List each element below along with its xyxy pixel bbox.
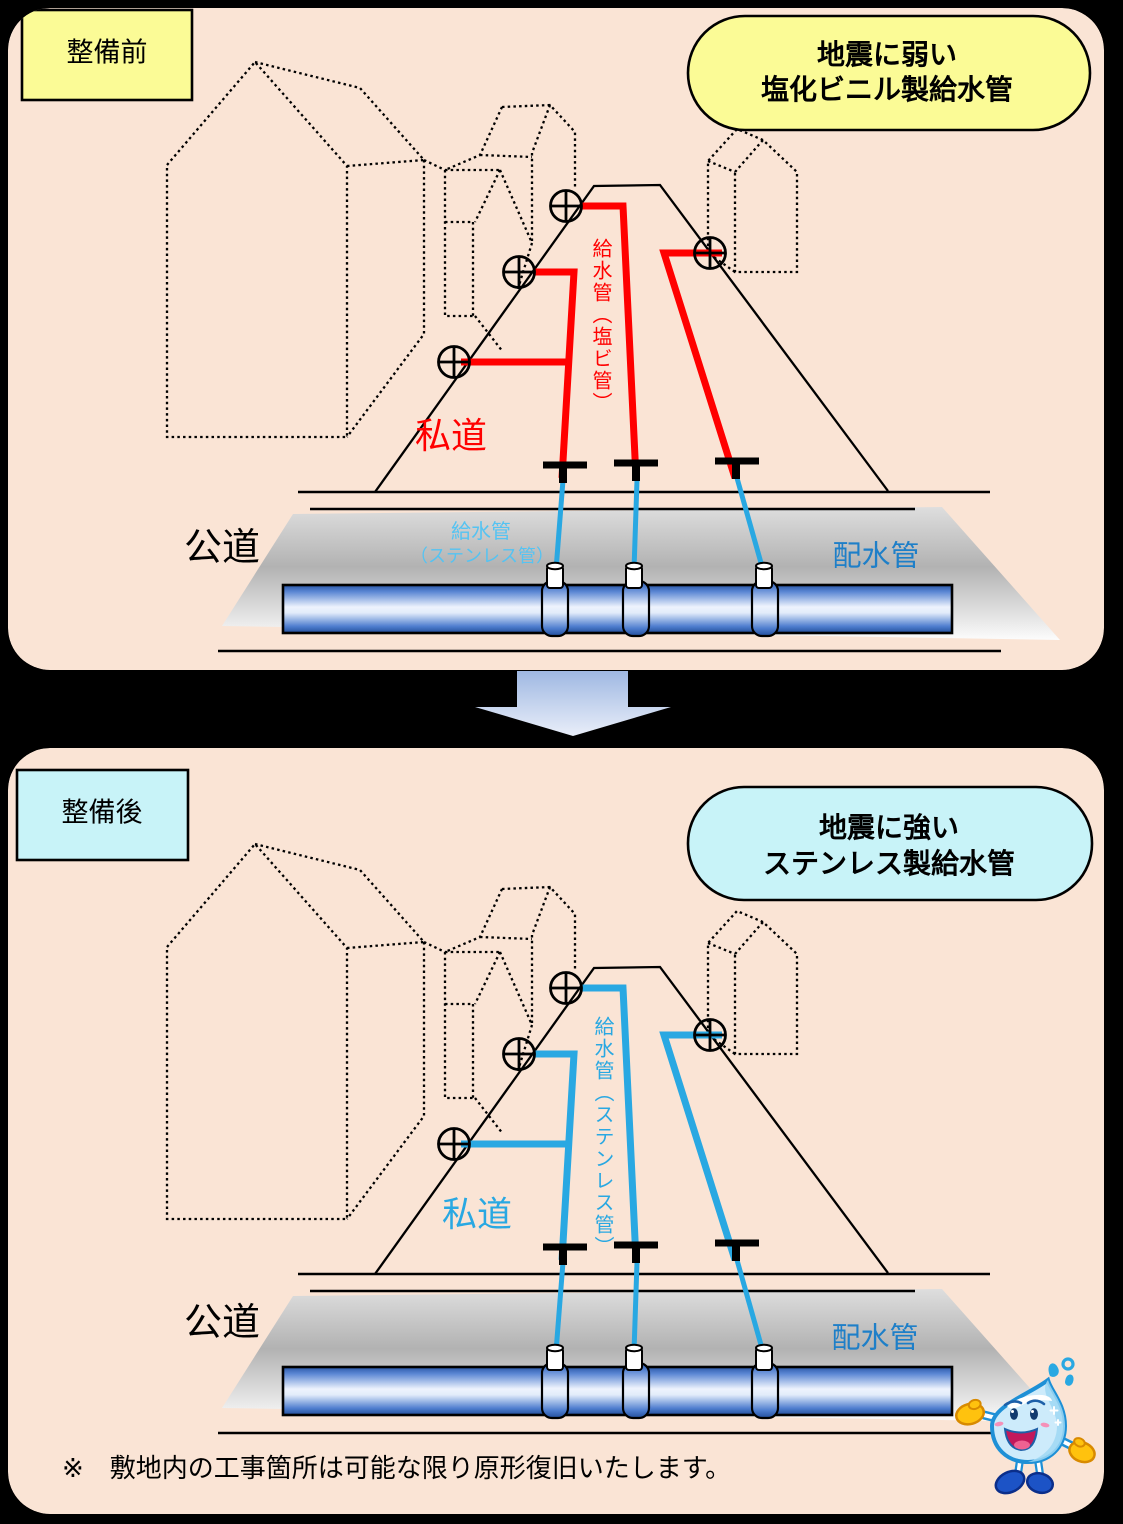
right-boot [1025,1471,1055,1495]
left-mitten-hand [954,1398,986,1426]
restoration-note: ※ 敷地内の工事箇所は可能な限り原形復旧いたします。 [62,1454,732,1485]
mascot-eye [1030,1408,1038,1420]
stainless-service-pipe-vertical-label: 給水管（ステンレス管） [591,1016,615,1258]
after-tag-box [15,768,190,862]
pvc-service-pipe-vertical-label: 給水管（塩ビ管） [589,238,613,414]
sparkle-icon [1049,1406,1062,1426]
mascot-eye [1010,1408,1018,1420]
stainless-service-label-line2: （ステンレス管） [410,546,554,568]
splash-droplet-icon [1065,1374,1074,1386]
after-bubble-line1: 地震に強い [818,810,960,844]
before-bubble-line1: 地震に弱い [816,37,958,71]
distribution-pipe-label-after: 配水管 [831,1320,919,1355]
before-tag-label: 整備前 [66,37,148,69]
stainless-service-pipes-blue [461,984,739,1262]
down-arrow-icon [475,671,671,736]
panel-before-background [8,8,1104,670]
after-bubble [686,785,1094,902]
water-drop-mascot [954,1357,1096,1495]
before-bubble [686,14,1092,132]
before-bubble-line2: 塩化ビニル製給水管 [760,72,1014,106]
panel-before [8,8,1104,670]
panel-after [8,748,1104,1514]
stainless-service-label-line1: 給水管 [451,518,511,543]
before-tag-box [20,8,194,102]
mascot-eyebrows [1003,1399,1046,1407]
after-bubble-line2: ステンレス製給水管 [762,846,1016,880]
public-road-label-before: 公道 [183,524,261,569]
public-road-label-after: 公道 [183,1299,261,1344]
private-road-label-before: 私道 [414,416,488,458]
pvc-service-pipes-red [461,202,739,480]
right-mitten-hand [1068,1437,1096,1464]
private-road-label-after: 私道 [441,1195,513,1236]
splash-droplet-icon [1048,1363,1059,1377]
distribution-pipe-label-before: 配水管 [832,538,920,573]
left-boot [994,1469,1026,1495]
splash-droplet-icon [1061,1357,1075,1371]
after-tag-label: 整備後 [61,797,143,829]
